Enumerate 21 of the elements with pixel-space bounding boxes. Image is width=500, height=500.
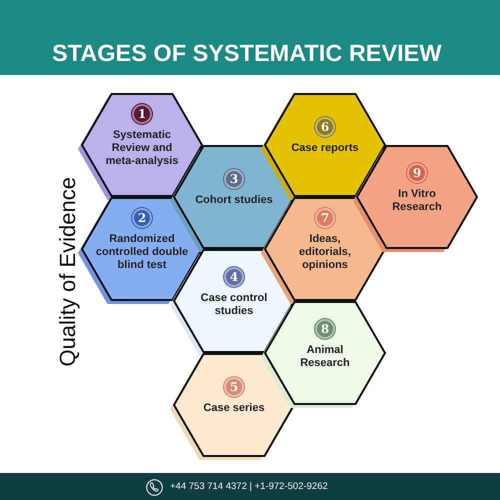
axis-label: Quality of Evidence <box>56 177 80 367</box>
step-number: 1 <box>132 104 152 124</box>
step-number: 3 <box>224 169 244 189</box>
stage-label: Case control studies <box>200 292 268 318</box>
stage-label: Ideas, editorials, opinions <box>298 233 352 272</box>
step-number: 9 <box>407 162 427 182</box>
stage-label: Case series <box>202 402 266 415</box>
step-number: 2 <box>132 208 152 228</box>
step-number: 7 <box>315 208 335 228</box>
stage-label: Animal Research <box>300 344 350 370</box>
stage-label: Cohort studies <box>194 194 274 207</box>
title: STAGES OF SYSTEMATIC REVIEW <box>52 40 442 66</box>
step-number: 8 <box>315 318 335 338</box>
stage-label: Randomized controlled double blind test <box>95 233 189 272</box>
step-number: 4 <box>224 266 244 286</box>
stage-label: Systematic Review and meta-analysis <box>105 129 179 168</box>
step-number: 6 <box>315 117 335 137</box>
stage-label: In Vitro Research <box>392 188 442 214</box>
stage-label: Case reports <box>290 142 360 155</box>
step-number: 5 <box>224 377 244 397</box>
phone-numbers: +44 753 714 4372 | +1-972-502-9262 <box>170 481 328 493</box>
